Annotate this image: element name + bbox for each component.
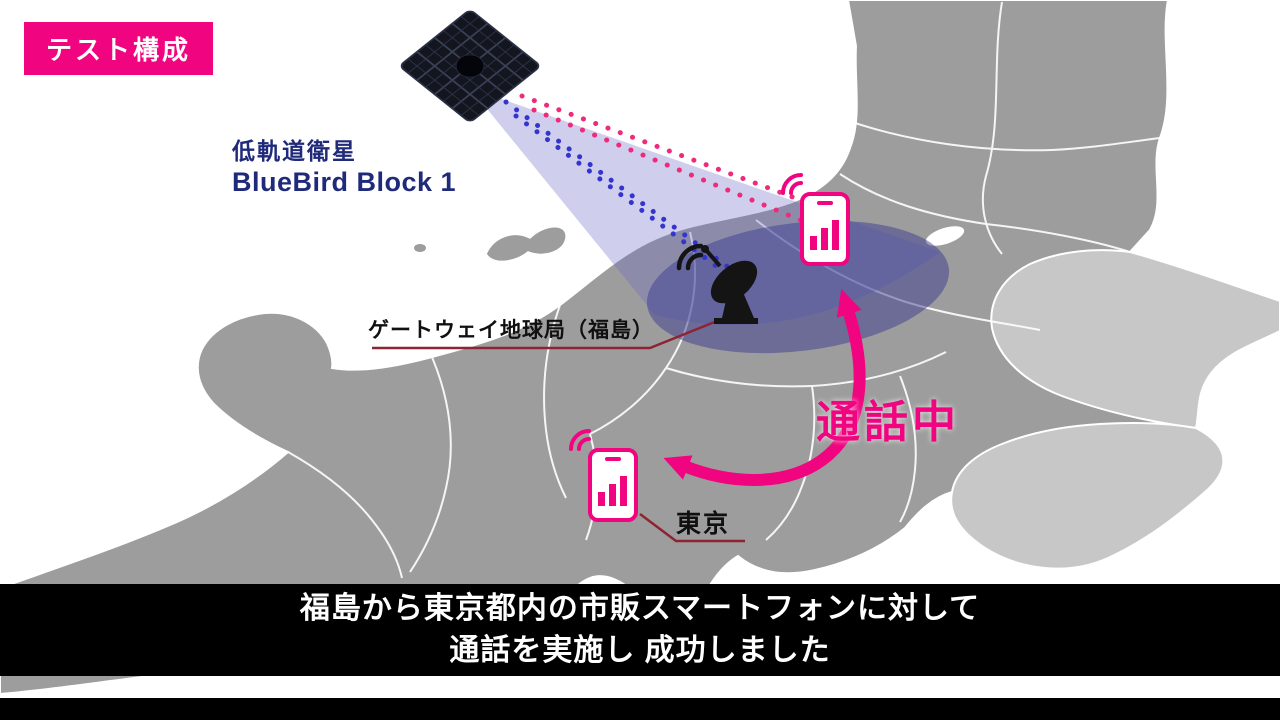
- tokyo-pointer-line: [639, 513, 745, 543]
- small-island: [414, 244, 426, 252]
- uplink-dotted-pink: [519, 93, 813, 227]
- caption-bar: 福島から東京都内の市販スマートフォンに対して 通話を実施し 成功しました: [0, 584, 1280, 676]
- gateway-dish-icon: [676, 243, 758, 324]
- call-status-label: 通話中: [816, 398, 960, 447]
- caption-line-1: 福島から東京都内の市販スマートフォンに対して: [299, 592, 981, 625]
- radio-waves-icon: [676, 243, 704, 271]
- radio-waves-icon: [685, 252, 704, 271]
- letterbox-bottom: [0, 698, 1280, 720]
- downlink-dotted-blue: [503, 99, 751, 293]
- caption-line-2: 通話を実施し 成功しました: [449, 634, 831, 667]
- test-config-badge: テスト構成: [24, 22, 214, 75]
- satellite-label-type: 低軌道衛星: [232, 138, 357, 164]
- prefecture-light-miyagi-ibaraki: [990, 249, 1280, 430]
- tokyo-label: 東京: [676, 510, 731, 538]
- gateway-label: ゲートウェイ地球局（福島）: [368, 319, 654, 342]
- call-arrow: [663, 289, 866, 486]
- prefecture-light-chiba: [950, 422, 1225, 570]
- satellite-icon: [400, 10, 540, 122]
- satellite-label-name: BlueBird Block 1: [232, 166, 457, 197]
- bay-notch: [925, 226, 965, 246]
- sado-island: [485, 226, 567, 263]
- satellite-label: 低軌道衛星 BlueBird Block 1: [232, 138, 456, 198]
